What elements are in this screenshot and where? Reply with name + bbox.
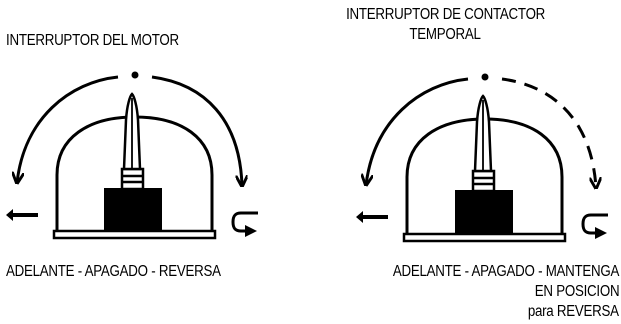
lever-collar (471, 169, 496, 193)
right-switch-title-line1: INTERRUPTOR DE CONTACTOR (346, 6, 546, 23)
off-position-dot (481, 73, 489, 81)
forward-direction-icon (356, 211, 388, 223)
reverse-rotation-arrow (151, 75, 242, 186)
switch-base-plate (402, 232, 567, 243)
right-switch-caption-line2: EN POSICION (534, 283, 619, 300)
right-switch-caption-line1: ADELANTE - APAGADO - MANTENGA (392, 263, 620, 280)
switch-body-block (104, 188, 162, 231)
off-position-dot (131, 71, 139, 79)
switch-base-plate (52, 229, 217, 240)
forward-rotation-arrow (366, 77, 469, 185)
momentary-reverse-arrow (501, 77, 596, 188)
left-switch-caption: ADELANTE - APAGADO - REVERSA (6, 263, 221, 280)
switch-body-block (455, 190, 513, 234)
forward-rotation-arrow (17, 75, 119, 183)
contactor-switch-diagram (356, 73, 608, 243)
reverse-direction-icon (581, 213, 608, 235)
reverse-direction-icon (231, 211, 258, 233)
right-switch-caption-line3: para REVERSA (528, 303, 619, 320)
right-switch-title-line2: TEMPORAL (409, 26, 481, 43)
lever-collar (120, 167, 145, 191)
motor-switch-diagram (6, 71, 258, 240)
left-switch-title: INTERRUPTOR DEL MOTOR (6, 32, 179, 49)
forward-direction-icon (6, 209, 38, 221)
